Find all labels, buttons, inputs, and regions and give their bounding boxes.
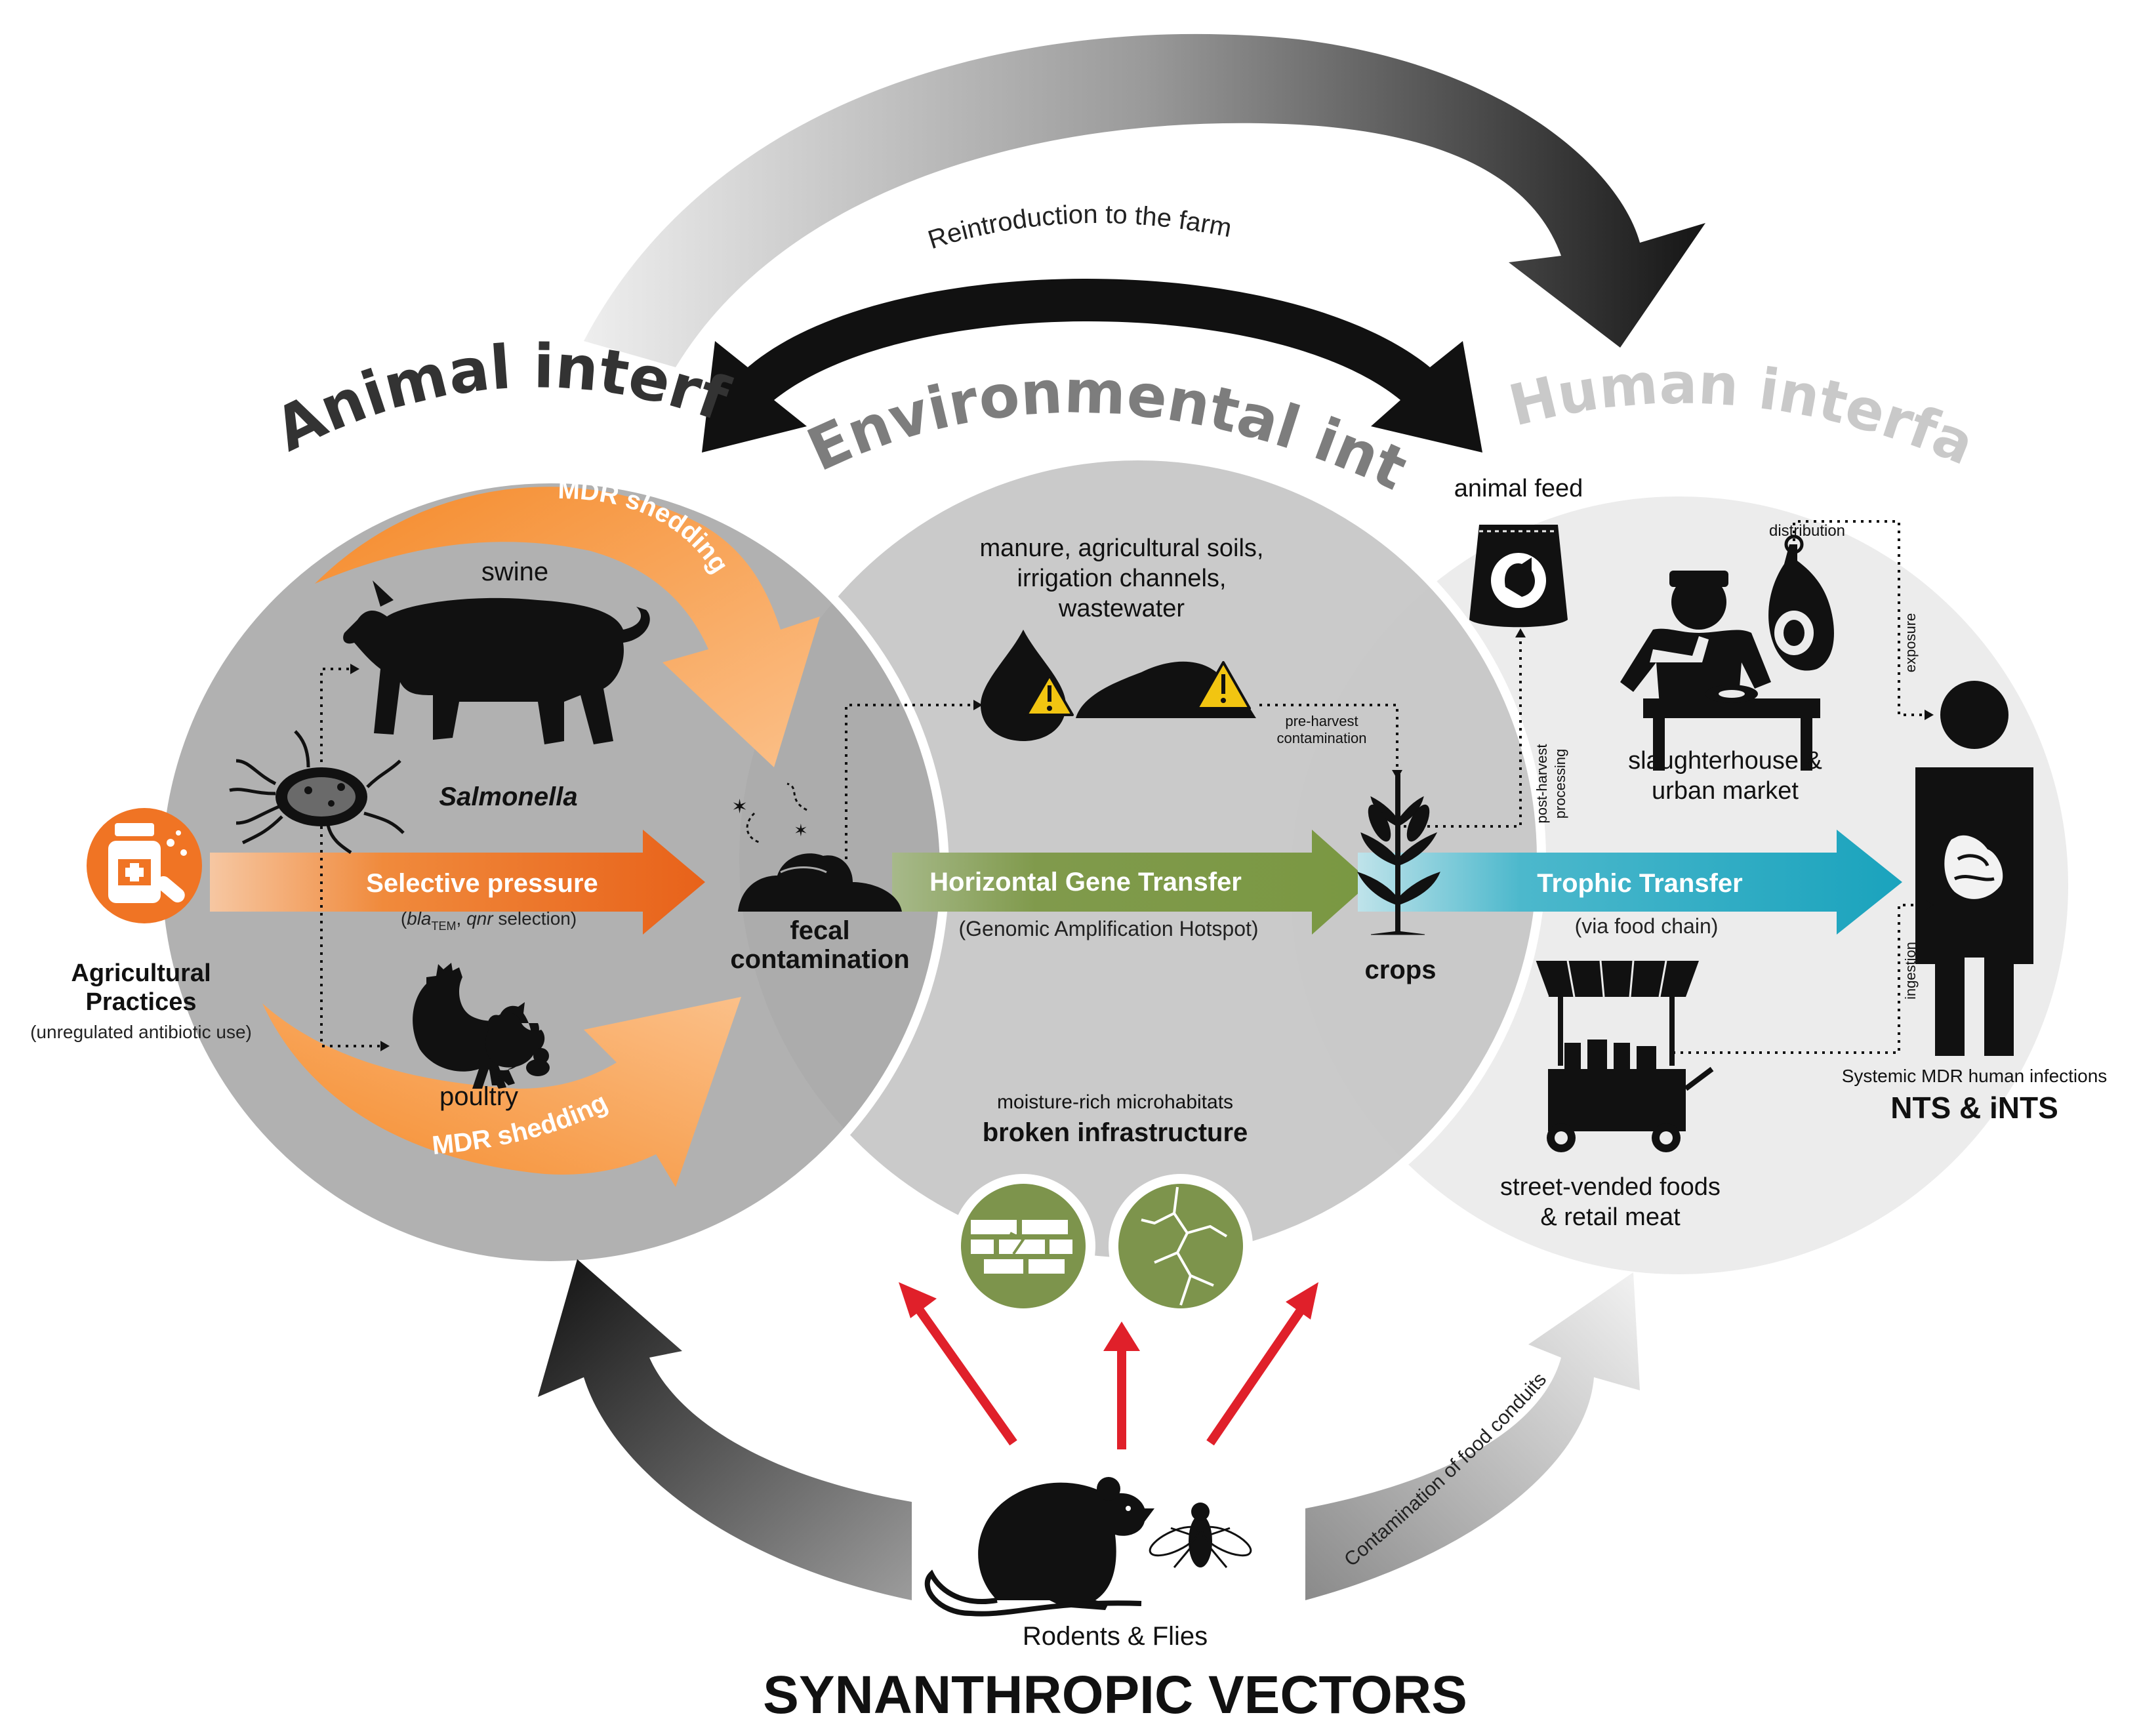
distribution-label: distribution [1769,522,1845,540]
env-sources-line3: wastewater [1058,595,1185,622]
moisture-label: moisture-rich microhabitats [997,1091,1233,1113]
path-to-env-head [973,700,983,710]
vectors-to-animal-arrow [538,1259,912,1600]
horizontal-gene-transfer-arrow [892,830,1371,935]
svg-text:✶: ✶ [794,820,808,840]
bacterium-icon [229,730,405,855]
food-cart-icon [1534,960,1714,1152]
antibiotic-bottle-icon [87,808,202,923]
reintroduction-arrow [702,279,1482,453]
path-to-crops [1259,704,1398,774]
path-to-swine [320,668,354,794]
top-cycle-arrow [584,33,1705,367]
rat-icon [924,1477,1154,1617]
hgt-subtitle: (Genomic Amplification Hotspot) [958,917,1258,940]
path-to-swine-head [350,664,359,674]
ingestion-label: ingestion [1902,942,1919,999]
trophic-transfer-arrow [1358,830,1902,935]
crops-label: crops [1365,956,1437,984]
path-to-poultry-head [380,1041,390,1051]
reintroduction-label: Reintroduction to the farm [925,200,1234,255]
feed-bag-icon [1469,525,1568,628]
agri-label-1: Agricultural [71,959,211,987]
agri-label-2: Practices [85,988,196,1016]
selective-pressure-subtitle: (blaTEM, qnr selection) [401,908,577,933]
systemic-label: Systemic MDR human infections [1842,1066,2108,1086]
path-ingestion-head [1925,900,1934,910]
hgt-label: Horizontal Gene Transfer [929,868,1242,897]
mdr-shedding-bottom-arrow [262,997,741,1187]
animal-interface-title: Animal interface [0,0,737,465]
slaughter-label-2: urban market [1652,777,1799,805]
red-arrow-right [1206,1282,1318,1445]
animal-feed-label: animal feed [1454,475,1583,502]
feces-icon: ✶ ✶ [731,782,902,912]
trophic-transfer-subtitle: (via food chain) [1575,914,1719,938]
street-label-2: & retail meat [1540,1203,1681,1231]
salmonella-label: Salmonella [439,782,577,811]
trophic-transfer-label: Trophic Transfer [1537,869,1742,898]
ham-icon [1768,535,1834,671]
warning-icon [1025,674,1074,716]
post-harvest-label-2: processing [1552,749,1568,818]
env-sources-line2: irrigation channels, [1017,565,1227,592]
env-sources-line1: manure, agricultural soils, [980,535,1264,562]
swine-label: swine [481,557,548,586]
post-harvest-label-1: post-harvest [1534,744,1550,823]
poultry-label: poultry [439,1082,518,1111]
red-arrow-left [899,1282,1017,1446]
path-to-poultry [320,826,384,1047]
human-icon [1915,681,2033,1056]
pre-harvest-label-1: pre-harvest [1285,713,1358,729]
contamination-food-arrow [1305,1272,1640,1600]
rodents-flies-label: Rodents & Flies [1023,1622,1208,1651]
path-ingestion [1673,904,1928,1054]
selective-pressure-arrow [210,830,705,935]
chicken-icon [413,963,550,1089]
fly-icon [1149,1503,1252,1568]
warning-icon-2 [1196,661,1251,710]
pig-icon [343,580,650,744]
mdr-shedding-top-arrow [315,487,820,767]
selective-pressure-label: Selective pressure [366,869,598,898]
butcher-icon [1620,571,1820,771]
crop-icon [1357,774,1440,935]
synanthropic-vectors-title: SYNANTHROPIC VECTORS [763,1665,1467,1725]
agri-subtitle: (unregulated antibiotic use) [30,1022,252,1042]
broken-infrastructure-label: broken infrastructure [983,1118,1248,1147]
cracked-surface-icon [1109,1174,1253,1318]
fecal-label-2: contamination [730,945,909,974]
path-exposure-head [1925,710,1934,720]
path-to-feed [1404,633,1522,828]
nts-label: NTS & iNTS [1890,1091,2058,1125]
street-label-1: street-vended foods [1500,1173,1721,1201]
exposure-label: exposure [1902,613,1919,673]
brick-wall-icon [951,1174,1095,1318]
svg-text:✶: ✶ [731,796,748,818]
fecal-label-1: fecal [790,916,849,945]
red-arrow-center [1103,1322,1140,1449]
path-to-feed-head [1515,628,1526,637]
slaughter-label-1: slaughterhouse & [1628,747,1822,775]
pre-harvest-label-2: contamination [1277,730,1367,746]
